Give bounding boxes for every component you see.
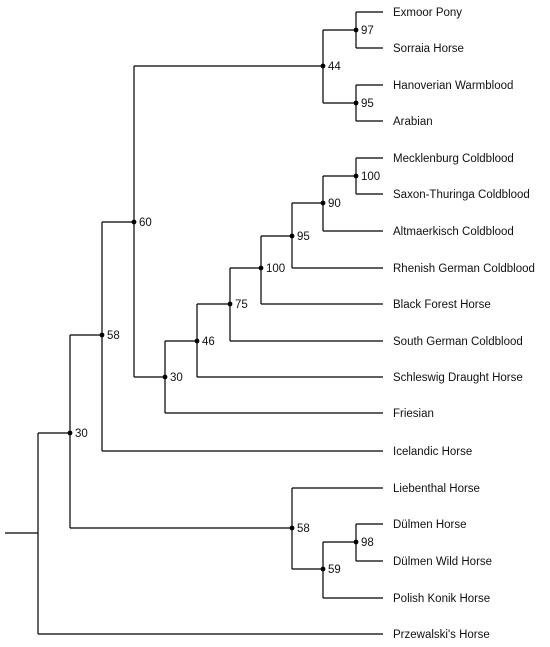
node-dot-100-mecklenburg (353, 173, 359, 179)
leaf-label: Arabian (393, 116, 433, 128)
support-label-98: 98 (361, 537, 374, 549)
leaf-label: Dülmen Wild Horse (393, 556, 492, 568)
leaf-label: Liebenthal Horse (393, 483, 480, 495)
support-label-44: 44 (328, 61, 341, 73)
node-dot-60 (131, 219, 137, 225)
support-label-46: 46 (202, 336, 215, 348)
icelandic-node-branch (101, 221, 383, 452)
support-label-97: 97 (361, 25, 374, 37)
support-label-100-blackforest: 100 (266, 263, 285, 275)
node-60-branch (133, 65, 323, 378)
support-label-59: 59 (328, 564, 341, 576)
node-dot-30-friesian (162, 374, 168, 380)
leaf-label: Friesian (393, 408, 434, 420)
domestic-node-branch (69, 334, 292, 529)
support-label-75: 75 (235, 299, 248, 311)
node-dot-75 (227, 301, 233, 307)
root-node-branch (37, 432, 383, 635)
leaf-label: Black Forest Horse (393, 299, 491, 311)
leaf-label: Mecklenburg Coldblood (393, 153, 514, 165)
support-label-30-friesian: 30 (170, 372, 183, 384)
support-label-100-mecklenburg: 100 (361, 171, 380, 183)
leaf-label: Hanoverian Warmblood (393, 80, 513, 92)
node-dot-44 (320, 63, 326, 69)
support-label-60: 60 (139, 217, 152, 229)
tree-nodes (67, 27, 359, 572)
support-values: 97 44 95 100 90 60 95 100 75 58 46 30 30… (75, 25, 380, 576)
node-dot-97 (353, 27, 359, 33)
support-label-58-liebenthal: 58 (297, 523, 310, 535)
leaf-labels: Exmoor Pony Sorraia Horse Hanoverian War… (393, 7, 535, 641)
leaf-label: Przewalski's Horse (393, 629, 490, 641)
node-dot-59 (320, 566, 326, 572)
support-label-95-arabian: 95 (361, 98, 374, 110)
node-dot-30-root (67, 430, 73, 436)
support-label-30-root: 30 (75, 428, 88, 440)
node-dot-58-liebenthal (289, 525, 295, 531)
leaf-label: Rhenish German Coldblood (393, 263, 535, 275)
leaf-label: Saxon-Thuringa Coldblood (393, 189, 530, 201)
node-dot-46 (194, 338, 200, 344)
node-dot-95-arabian (353, 100, 359, 106)
leaf-label: Exmoor Pony (393, 7, 462, 19)
node-dot-90 (320, 200, 326, 206)
support-label-95-rhenish: 95 (297, 231, 310, 243)
leaf-label: Schleswig Draught Horse (393, 372, 523, 384)
node-dot-95-rhenish (289, 233, 295, 239)
leaf-label: Icelandic Horse (393, 446, 472, 458)
node-dot-98 (353, 539, 359, 545)
leaf-label: South German Coldblood (393, 336, 523, 348)
tree-branches (5, 11, 383, 635)
support-label-58-icelandic: 58 (107, 330, 120, 342)
leaf-label: Dülmen Horse (393, 519, 467, 531)
leaf-label: Polish Konik Horse (393, 593, 490, 605)
leaf-label: Altmaerkisch Coldblood (393, 226, 514, 238)
support-label-90: 90 (328, 198, 341, 210)
node-dot-100-blackforest (258, 265, 264, 271)
node-dot-58-icelandic (99, 332, 105, 338)
leaf-label: Sorraia Horse (393, 43, 464, 55)
